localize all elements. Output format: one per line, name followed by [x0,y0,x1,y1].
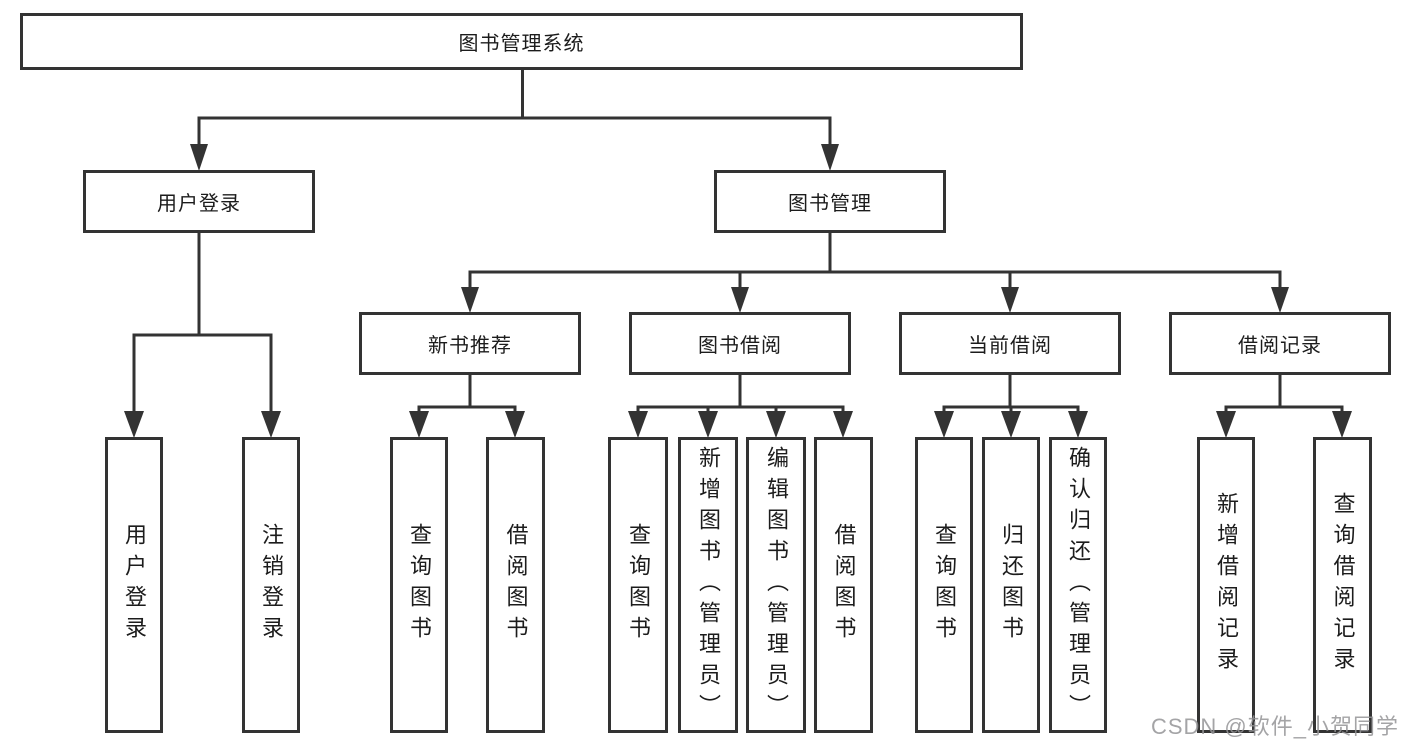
edge-userlogin-to-leaves [132,231,273,415]
edge-currentborrow-to-leaves [942,373,1080,416]
node-root: 图书管理系统 [20,13,1023,70]
leaf-bb-edit-book-admin: 编辑图书（管理员） [746,437,806,733]
leaf-bb-add-book-admin: 新增图书（管理员） [678,437,738,733]
edge-bookborrow-to-leaves [636,373,845,416]
node-current-borrow: 当前借阅 [899,312,1121,375]
leaf-bb-query-book: 查询图书 [608,437,668,733]
leaf-user-login: 用户登录 [105,437,163,733]
leaf-cb-return-book: 归还图书 [982,437,1040,733]
leaf-br-query-record: 查询借阅记录 [1313,437,1372,733]
csdn-watermark: CSDN @软件_小贺同学 [1150,714,1399,739]
leaf-cb-confirm-return-admin: 确认归还（管理员） [1049,437,1107,733]
node-book-management: 图书管理 [714,170,946,233]
node-book-borrow: 图书借阅 [629,312,851,375]
node-borrow-records: 借阅记录 [1169,312,1391,375]
edge-root-to-level2 [197,68,832,149]
leaf-br-add-record: 新增借阅记录 [1197,437,1255,733]
leaf-cb-query-book: 查询图书 [915,437,973,733]
leaf-rec-borrow-book: 借阅图书 [486,437,545,733]
leaf-rec-query-book: 查询图书 [390,437,448,733]
edge-bookmgmt-to-level3 [468,231,1282,292]
arrowheads [124,144,1352,438]
leaf-bb-borrow-book: 借阅图书 [814,437,873,733]
node-user-login: 用户登录 [83,170,315,233]
leaf-logout: 注销登录 [242,437,300,733]
edge-borrowrecords-to-leaves [1224,373,1344,416]
node-new-book-recommend: 新书推荐 [359,312,581,375]
edge-newbookrec-to-leaves [417,373,517,416]
